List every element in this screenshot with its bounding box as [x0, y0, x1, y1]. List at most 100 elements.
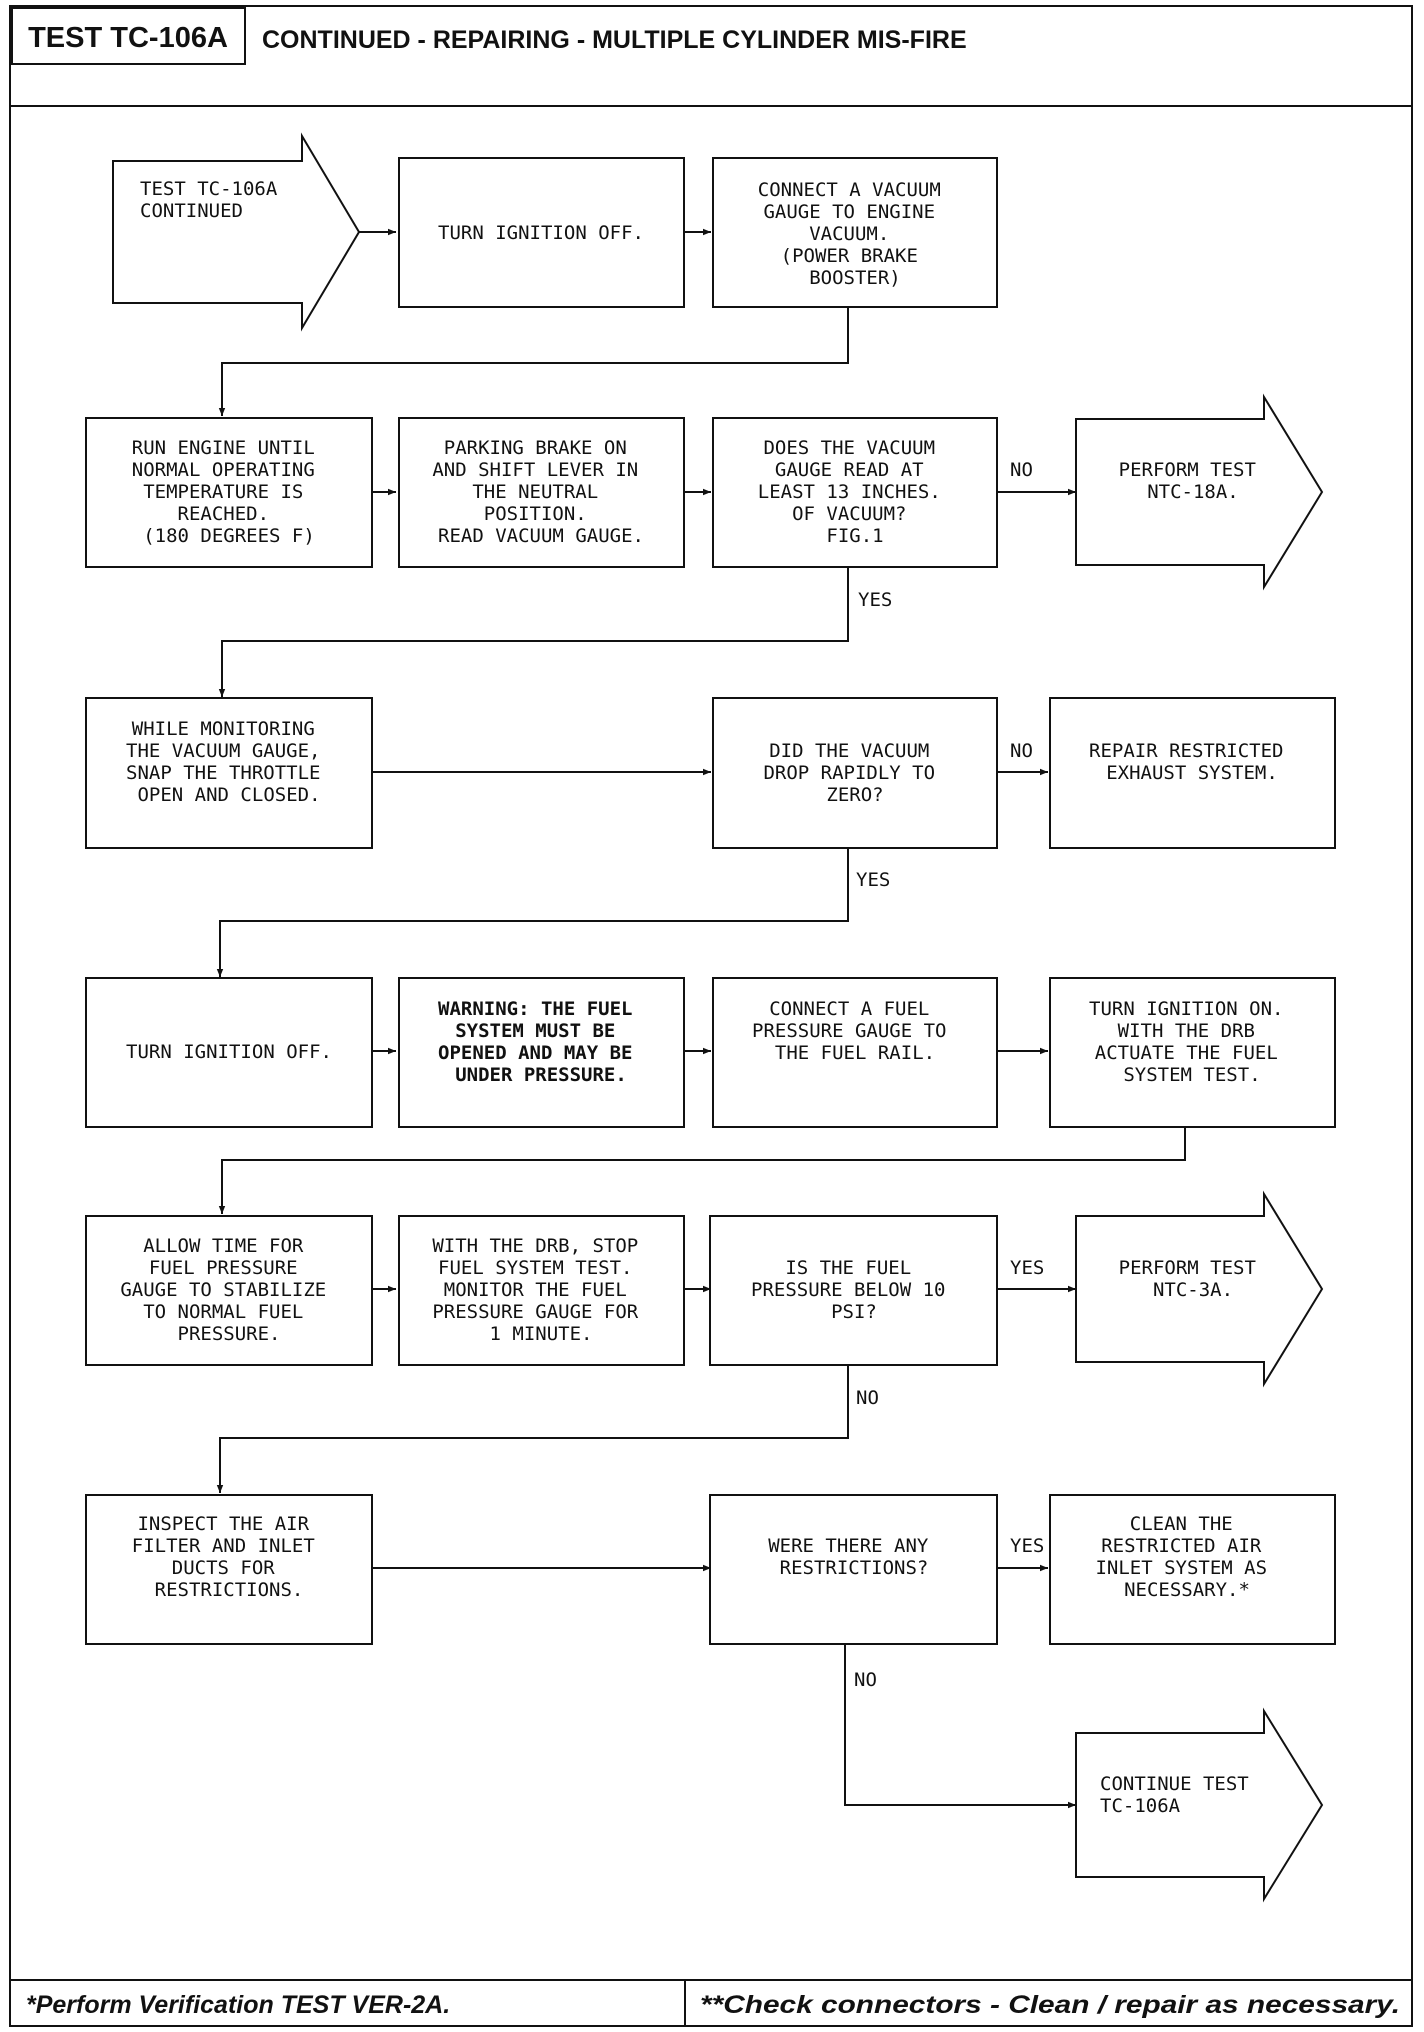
footer-right-note: **Check connectors - Clean / repair as n… — [700, 1991, 1400, 2019]
node-line: IS THE FUEL — [785, 1257, 911, 1279]
node-line: CONTINUED — [140, 200, 243, 222]
node-line: WITH THE DRB — [1118, 1020, 1255, 1042]
connect-fuel-gauge-box — [712, 977, 998, 1128]
node-line: OPENED AND MAY BE — [438, 1042, 632, 1064]
node-line: NTC-18A. — [1147, 481, 1239, 503]
node-text-connect-vacuum: CONNECT A VACUUM GAUGE TO ENGINE VACUUM.… — [758, 179, 952, 289]
repair-exhaust-box — [1049, 697, 1336, 849]
node-text-vacuum-drop: DID THE VACUUM DROP RAPIDLY TO ZERO? — [763, 740, 946, 806]
node-text-clean-inlet: CLEAN THE RESTRICTED AIR INLET SYSTEM AS… — [1095, 1513, 1278, 1601]
node-line: UNDER PRESSURE. — [455, 1064, 627, 1086]
node-line: CONNECT A FUEL — [769, 998, 929, 1020]
node-text-parking-brake: PARKING BRAKE ON AND SHIFT LEVER IN THE … — [432, 437, 649, 547]
inspect-air-box — [85, 1494, 373, 1645]
node-line: PERFORM TEST — [1119, 459, 1256, 481]
node-line: WERE THERE ANY — [768, 1535, 929, 1557]
node-line: PERFORM TEST — [1119, 1257, 1256, 1279]
node-text-run-engine: RUN ENGINE UNTIL NORMAL OPERATING TEMPER… — [132, 437, 326, 547]
fuel-below-10-decision — [709, 1215, 998, 1366]
perform-ntc3a-arrow-node — [1075, 1190, 1324, 1388]
node-line: DUCTS FOR — [172, 1557, 276, 1579]
node-line: TURN IGNITION ON. — [1089, 998, 1283, 1020]
arrow-drop-yes — [216, 848, 849, 977]
node-line: TURN IGNITION OFF. — [438, 222, 644, 244]
node-line: WITH THE DRB, STOP — [432, 1235, 638, 1257]
vacuum-13-inches-decision — [712, 417, 998, 568]
branch-labels: NO YES NO YES YES NO YES NO — [854, 459, 1044, 1691]
node-line: SYSTEM TEST. — [1123, 1064, 1260, 1086]
turn-ignition-off-box — [398, 157, 685, 308]
node-line: CLEAN THE — [1130, 1513, 1233, 1535]
label-yes: YES — [856, 869, 890, 891]
turn-ignition-on-box — [1049, 977, 1336, 1128]
node-text-warning: WARNING: THE FUEL SYSTEM MUST BE OPENED … — [438, 998, 644, 1086]
page-title: CONTINUED - REPAIRING - MULTIPLE CYLINDE… — [262, 26, 967, 54]
label-no: NO — [1010, 740, 1033, 762]
node-line: RESTRICTIONS? — [780, 1557, 929, 1579]
node-text-stop-test: WITH THE DRB, STOP FUEL SYSTEM TEST. MON… — [432, 1235, 649, 1345]
node-line: WHILE MONITORING — [132, 718, 315, 740]
node-text-perform-ntc3a: PERFORM TEST NTC-3A. — [1119, 1257, 1268, 1301]
node-text-inspect-air: INSPECT THE AIR FILTER AND INLET DUCTS F… — [132, 1513, 326, 1601]
node-text-repair-exhaust: REPAIR RESTRICTED EXHAUST SYSTEM. — [1089, 740, 1295, 784]
node-line: RESTRICTIONS. — [155, 1579, 304, 1601]
node-line: MONITOR THE FUEL — [444, 1279, 627, 1301]
node-line: OPEN AND CLOSED. — [137, 784, 320, 806]
connect-vacuum-gauge-box — [712, 157, 998, 308]
node-line: LEAST 13 INCHES. — [758, 481, 941, 503]
label-no: NO — [1010, 459, 1033, 481]
node-line: DROP RAPIDLY TO — [763, 762, 935, 784]
node-text-fuel-below: IS THE FUEL PRESSURE BELOW 10 PSI? — [751, 1257, 957, 1323]
node-line: REACHED. — [178, 503, 270, 525]
node-line: (180 DEGREES F) — [143, 525, 315, 547]
node-line: PARKING BRAKE ON — [444, 437, 627, 459]
vacuum-drop-decision — [712, 697, 998, 849]
connectors — [216, 228, 1186, 1809]
node-line: PRESSURE GAUGE TO — [752, 1020, 946, 1042]
footer-left-note: *Perform Verification TEST VER-2A. — [26, 1991, 450, 2019]
clean-inlet-box — [1049, 1494, 1336, 1645]
node-line: TC-106A — [1100, 1795, 1181, 1817]
node-line: OF VACUUM? — [792, 503, 906, 525]
warning-box — [398, 977, 685, 1128]
node-line: TEMPERATURE IS — [143, 481, 303, 503]
node-line: DOES THE VACUUM — [763, 437, 935, 459]
snap-throttle-box — [85, 697, 373, 849]
node-text-turn-off: TURN IGNITION OFF. — [438, 222, 644, 244]
node-text-continue: CONTINUE TEST TC-106A — [1100, 1773, 1260, 1817]
perform-ntc18a-arrow-node — [1075, 393, 1324, 591]
node-line: THE FUEL RAIL. — [775, 1042, 935, 1064]
node-line: FUEL PRESSURE — [149, 1257, 298, 1279]
node-line: GAUGE READ AT — [775, 459, 924, 481]
arrow-below-no — [216, 1365, 849, 1493]
node-line: CONNECT A VACUUM — [758, 179, 941, 201]
test-code: TEST TC-106A — [28, 22, 228, 54]
run-engine-box — [85, 417, 373, 568]
node-line: SYSTEM MUST BE — [455, 1020, 615, 1042]
node-line: VACUUM. — [809, 223, 889, 245]
node-line: BOOSTER) — [809, 267, 901, 289]
node-line: CONTINUE TEST — [1100, 1773, 1249, 1795]
continue-arrow-node — [1075, 1707, 1324, 1903]
node-line: RUN ENGINE UNTIL — [132, 437, 315, 459]
node-text-allow-time: ALLOW TIME FOR FUEL PRESSURE GAUGE TO ST… — [120, 1235, 337, 1345]
node-line: INLET SYSTEM AS — [1095, 1557, 1267, 1579]
node-line: FIG.1 — [826, 525, 883, 547]
node-text-snap-throttle: WHILE MONITORING THE VACUUM GAUGE, SNAP … — [126, 718, 332, 806]
node-line: THE VACUUM GAUGE, — [126, 740, 320, 762]
node-text-restrictions: WERE THERE ANY RESTRICTIONS? — [768, 1535, 940, 1579]
node-line: PRESSURE BELOW 10 — [751, 1279, 945, 1301]
node-text-vacuum-13: DOES THE VACUUM GAUGE READ AT LEAST 13 I… — [758, 437, 952, 547]
label-yes: YES — [1010, 1535, 1044, 1557]
arrow-connect-to-run — [218, 307, 849, 416]
arrow-vacuum-yes — [218, 567, 849, 697]
node-line: READ VACUUM GAUGE. — [438, 525, 644, 547]
node-text-turn-on: TURN IGNITION ON. WITH THE DRB ACTUATE T… — [1089, 998, 1295, 1086]
node-line: TO NORMAL FUEL — [143, 1301, 303, 1323]
arrow-restrictions-no — [844, 1644, 1076, 1809]
node-line: NECESSARY.* — [1124, 1579, 1250, 1601]
node-line: TURN IGNITION OFF. — [126, 1041, 332, 1063]
node-line: DID THE VACUUM — [769, 740, 929, 762]
